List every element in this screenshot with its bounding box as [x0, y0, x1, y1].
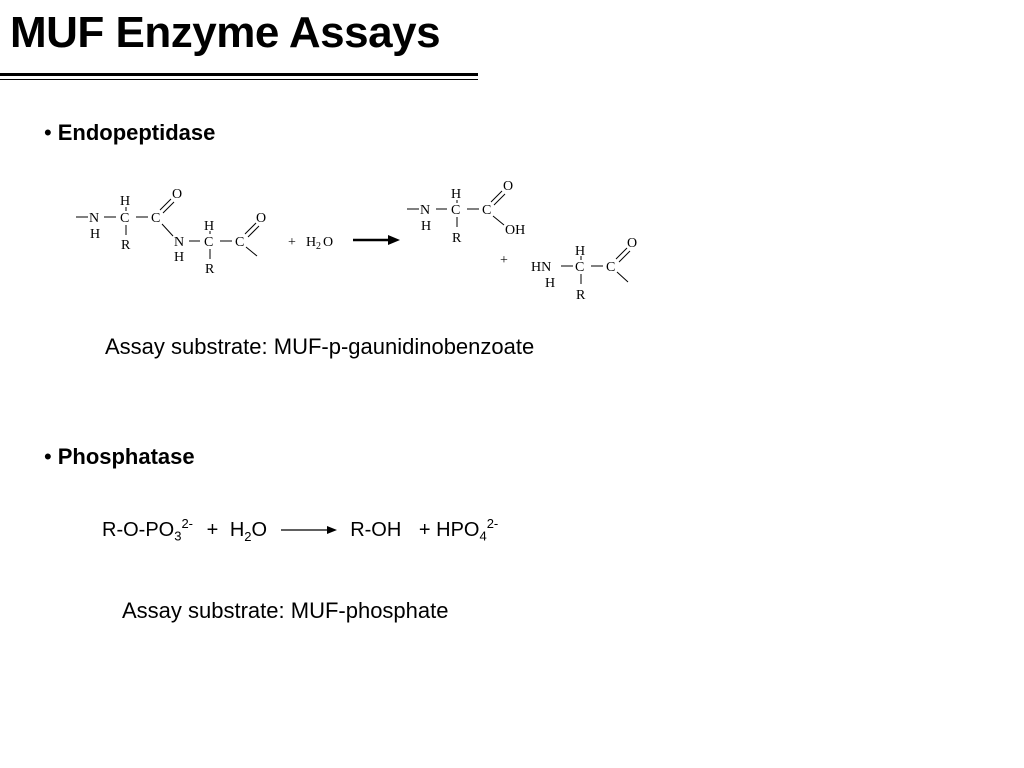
title-underline-thin: [0, 79, 478, 80]
reaction-arrow: [280, 526, 337, 535]
atom-label: HN: [531, 260, 551, 275]
atom-label: O: [256, 211, 266, 226]
atom-label: H: [120, 194, 130, 209]
reactant-subscript: 3: [174, 528, 182, 544]
water-o: O: [251, 518, 268, 541]
atom-label: H: [174, 250, 184, 265]
atom-label: C: [204, 235, 213, 250]
water: H2O: [230, 519, 267, 544]
atom-label: C: [482, 203, 491, 218]
bullet-dot: •: [44, 444, 52, 469]
atom-label: R: [452, 231, 462, 246]
bullet-phosphatase: • Phosphatase: [44, 444, 195, 470]
reactant-charge: 2-: [181, 516, 194, 531]
product-hpo4-subscript: 4: [479, 528, 487, 544]
plus-sign: +: [288, 235, 296, 250]
bullet-phosphatase-label: Phosphatase: [57, 444, 195, 469]
product-hpo4: HPO42-: [436, 516, 498, 544]
atom-label: R: [121, 238, 131, 253]
product-hpo4-base: HPO: [436, 518, 480, 541]
atom-label: H: [575, 244, 585, 259]
water-h: H: [229, 518, 245, 541]
reactant: R-O-PO32-: [102, 516, 193, 544]
water-subscript: 2: [316, 241, 321, 252]
page-title: MUF Enzyme Assays: [10, 8, 441, 57]
atom-label: O: [627, 236, 637, 251]
atom-label: O: [172, 187, 182, 202]
plus-sign: +: [206, 518, 219, 541]
plus-sign: +: [418, 518, 431, 541]
atom-label: H: [204, 219, 214, 234]
product-roh: R-OH: [350, 518, 402, 541]
bullet-endopeptidase: • Endopeptidase: [44, 120, 215, 146]
water-h: H: [306, 235, 316, 250]
atom-label: C: [151, 211, 160, 226]
atom-label: O: [503, 179, 513, 194]
water-o: O: [323, 235, 333, 250]
title-underline-thick: [0, 73, 478, 76]
assay-substrate-endopeptidase: Assay substrate: MUF-p-gaunidinobenzoate: [105, 334, 535, 359]
assay-substrate-phosphatase: Assay substrate: MUF-phosphate: [122, 598, 449, 623]
reactant-base: R-O-PO: [102, 518, 175, 541]
atom-label: R: [205, 262, 215, 277]
water-subscript: 2: [244, 528, 252, 544]
bullet-endopeptidase-label: Endopeptidase: [57, 120, 216, 145]
product-hpo4-charge: 2-: [486, 516, 499, 531]
atom-label: OH: [505, 223, 525, 238]
atom-label: N: [174, 235, 184, 250]
atom-label: H: [451, 187, 461, 202]
atom-label: N: [89, 211, 99, 226]
bullet-dot: •: [44, 120, 52, 145]
atom-label: R: [576, 288, 586, 303]
atom-label: N: [420, 203, 430, 218]
atom-label: C: [606, 260, 615, 275]
atom-label: C: [120, 211, 129, 226]
plus-sign: +: [500, 253, 508, 268]
atom-label: C: [235, 235, 244, 250]
atom-label: H: [421, 219, 431, 234]
atom-label: H: [545, 276, 555, 291]
atom-label: C: [451, 203, 460, 218]
atom-label: H: [90, 227, 100, 242]
phosphatase-equation: R-O-PO32- + H2O R-OH + HPO42-: [102, 516, 498, 544]
atom-label: C: [575, 260, 584, 275]
